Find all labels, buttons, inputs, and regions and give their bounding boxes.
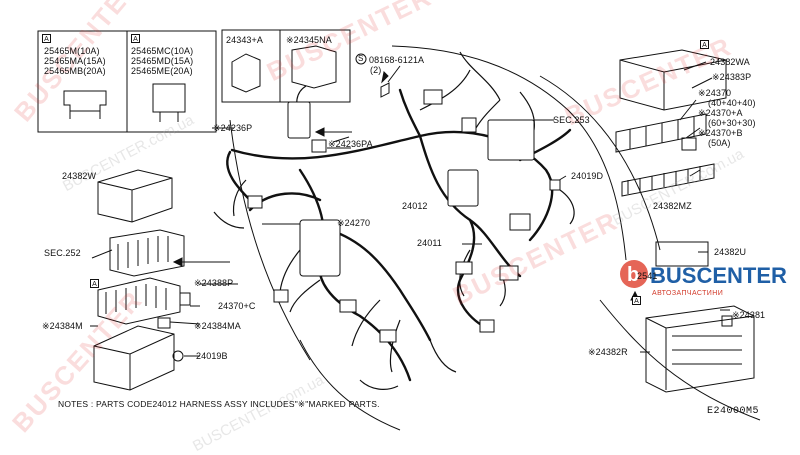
part-08168-qty: (2) xyxy=(370,65,382,75)
logo-sub-text: АВТОЗАПЧАСТИНИ xyxy=(652,290,724,297)
part-24370-amp: (40+40+40) xyxy=(708,98,756,108)
part-24382r: ※24382R xyxy=(588,347,628,357)
part-24383p: ※24383P xyxy=(712,72,752,82)
part-24236pa: ※24236PA xyxy=(328,139,373,149)
logo-letter: b xyxy=(627,264,639,286)
notes-text: NOTES : PARTS CODE24012 HARNESS ASSY INC… xyxy=(58,399,380,409)
parts-diagram: BUSCENTER BUSCENTER BUSCENTER BUSCENTER … xyxy=(6,0,787,455)
part-24381: ※24381 xyxy=(732,310,766,320)
fuse-mini-label-1: 25465M(10A) xyxy=(44,46,100,56)
part-2541: 2541 xyxy=(637,271,658,281)
part-24382wa: 24382WA xyxy=(710,57,750,67)
fuse-std-label-2: 25465MD(15A) xyxy=(131,56,194,66)
logo-brand-text: BUSCENTER xyxy=(650,263,787,288)
part-24370c: 24370+C xyxy=(218,301,256,311)
buscenter-logo: b xyxy=(620,260,648,288)
section-253: SEC.253 xyxy=(553,115,590,125)
part-24370b: ※24370+B xyxy=(698,128,743,138)
part-24384m: ※24384M xyxy=(42,321,83,331)
part-24370: ※24370 xyxy=(698,88,732,98)
part-24384ma: ※24384MA xyxy=(194,321,241,331)
part-24236p: ※24236P xyxy=(213,123,253,133)
part-24270: ※24270 xyxy=(337,218,371,228)
fuse-std-label-3: 25465ME(20A) xyxy=(131,66,193,76)
part-24382mz: 24382MZ xyxy=(653,201,692,211)
part-24370b-amp: (50A) xyxy=(708,138,731,148)
fuse-mini-label-2: 25465MA(15A) xyxy=(44,56,106,66)
part-24012: 24012 xyxy=(402,201,428,211)
tag-a-left-mid: A xyxy=(90,279,99,288)
screw-s-mark: S xyxy=(358,54,364,63)
part-24382w: 24382W xyxy=(62,171,97,181)
part-24370a-amp: (60+30+30) xyxy=(708,118,756,128)
tag-a-fuse-std: A xyxy=(131,34,140,43)
tag-a-right-top: A xyxy=(700,40,709,49)
fuse-mini-label-3: 25465MB(20A) xyxy=(44,66,106,76)
tag-a-right-low: A xyxy=(632,296,641,305)
part-24019d: 24019D xyxy=(571,171,604,181)
part-24388p: ※24388P xyxy=(194,278,234,288)
tag-a-fuse-mini: A xyxy=(42,34,51,43)
part-24019b: 24019B xyxy=(196,351,228,361)
fuse-std-label-1: 25465MC(10A) xyxy=(131,46,194,56)
part-24011: 24011 xyxy=(417,238,442,248)
part-08168: 08168-6121A xyxy=(369,55,425,65)
part-24370a: ※24370+A xyxy=(698,108,743,118)
harness-line-drawing xyxy=(37,29,761,431)
section-252: SEC.252 xyxy=(44,248,81,258)
part-24382u: 24382U xyxy=(714,247,747,257)
part-24345na: ※24345NA xyxy=(286,35,332,45)
part-24343a: 24343+A xyxy=(226,35,263,45)
figure-code: E24000M5 xyxy=(707,406,760,417)
